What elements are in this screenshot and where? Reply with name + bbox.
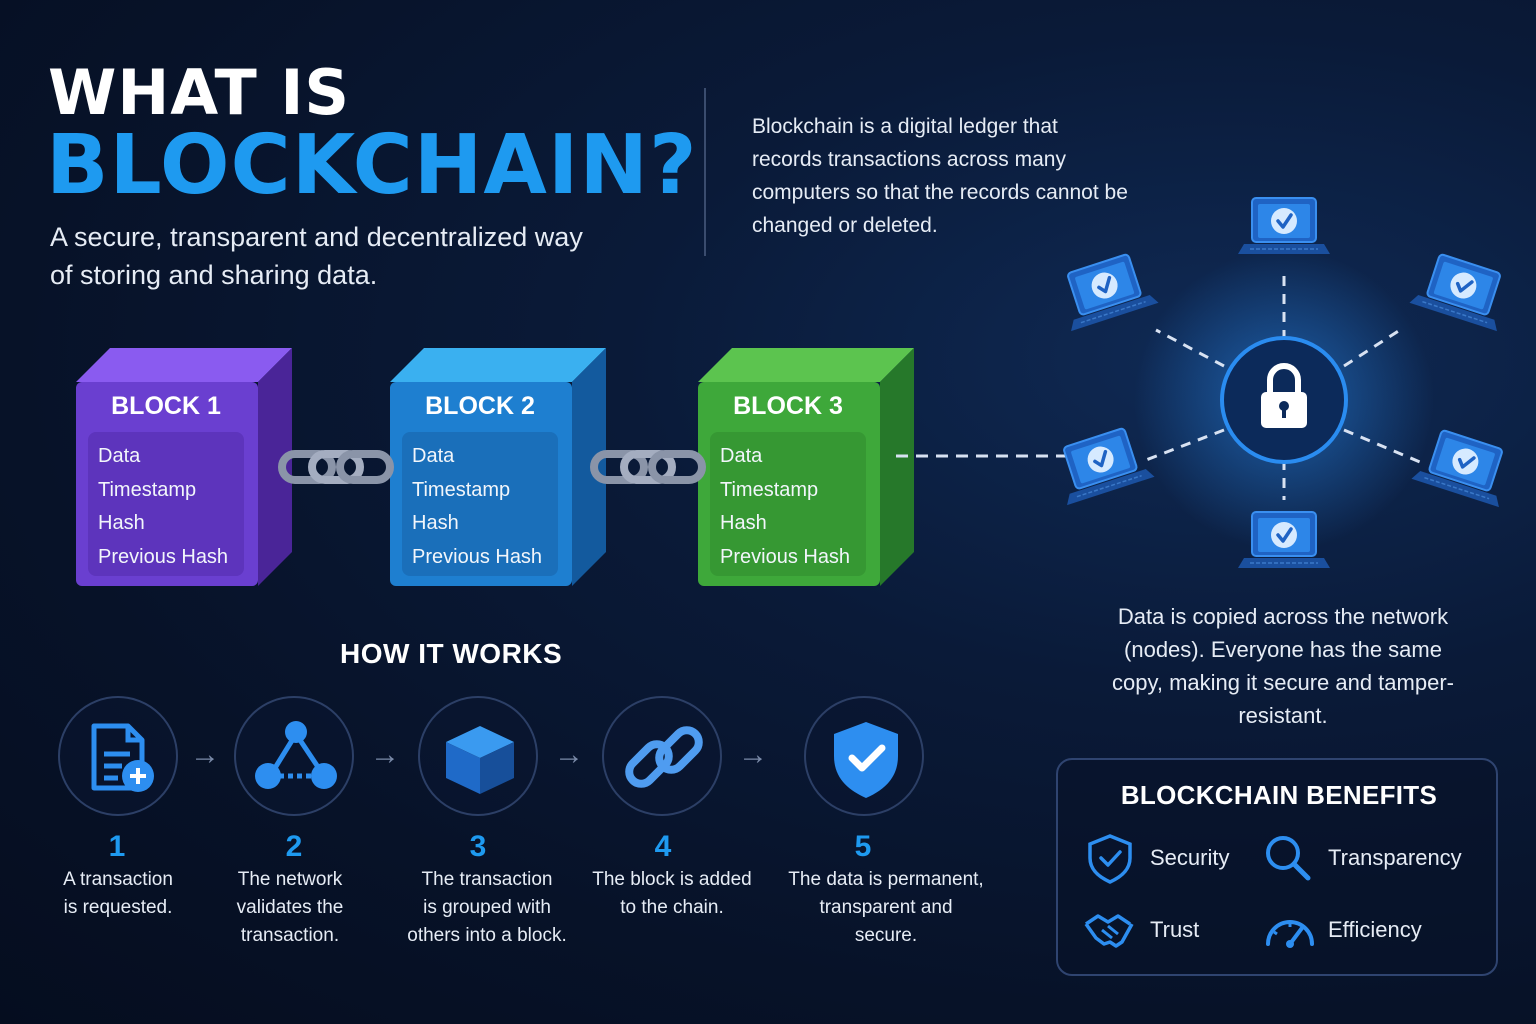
step-3-circle: [418, 696, 538, 816]
block-field: Data: [720, 445, 763, 467]
speedometer-icon: [1266, 920, 1314, 948]
intro-text: Blockchain is a digital ledger that reco…: [752, 115, 1128, 237]
block-2-cube: [390, 348, 606, 586]
magnifier-icon: [1266, 836, 1311, 881]
step-number: 5: [854, 830, 872, 863]
benefit-security: Security: [1150, 845, 1230, 870]
document-add-icon: [91, 723, 154, 792]
block-2-fields: Data Timestamp Hash Previous Hash: [402, 430, 558, 574]
block-3-fields: Data Timestamp Hash Previous Hash: [710, 430, 866, 574]
chain-link-icon: [278, 450, 394, 484]
block-field: Hash: [98, 512, 145, 534]
arrow-icon: →: [370, 738, 400, 771]
block-3-cube: [698, 348, 914, 586]
block-3: BLOCK 3 Data Timestamp Hash Previous Has…: [698, 348, 934, 588]
chain-link-icon: [625, 726, 703, 788]
step-4-circle: [602, 696, 722, 816]
divider: [704, 88, 706, 256]
cube-icon: [446, 726, 514, 794]
benefit-trust: Trust: [1150, 917, 1200, 942]
block-2: BLOCK 2 Data Timestamp Hash Previous Has…: [390, 348, 626, 588]
block-field: Hash: [412, 512, 459, 534]
handshake-icon: [1084, 914, 1134, 948]
block-field: Previous Hash: [720, 545, 851, 568]
subtitle: A secure, transparent and decentralized …: [50, 222, 583, 290]
chain-link-icon: [590, 450, 706, 484]
block-1-title: BLOCK 1: [111, 392, 221, 420]
block-field: Data: [98, 445, 141, 467]
arrow-icon: →: [190, 738, 220, 771]
title-line1: WHAT IS: [48, 56, 351, 129]
arrow-icon: →: [738, 738, 768, 771]
block-field: Previous Hash: [98, 545, 229, 568]
arrow-icon: →: [554, 738, 584, 771]
block-field: Timestamp: [720, 478, 819, 501]
block-3-title: BLOCK 3: [733, 392, 843, 420]
step-2-circle: [234, 696, 354, 816]
network-description: Data is copied across the network (nodes…: [1112, 604, 1454, 728]
benefits-title: BLOCKCHAIN BENEFITS: [1120, 780, 1438, 810]
step-number: 1: [108, 830, 126, 863]
network-diagram: [1047, 196, 1519, 570]
step-number: 2: [285, 830, 303, 863]
step-5-circle: [804, 696, 924, 816]
title-line2: BLOCKCHAIN?: [46, 118, 698, 213]
block-1-cube: [76, 348, 292, 586]
block-field: Timestamp: [98, 478, 197, 501]
step-1-circle: [58, 696, 178, 816]
block-field: Data: [412, 445, 455, 467]
benefit-transparency: Transparency: [1328, 845, 1462, 870]
block-field: Previous Hash: [412, 545, 543, 568]
block-field: Timestamp: [412, 478, 511, 501]
shield-check-icon: [834, 722, 898, 798]
block-2-title: BLOCK 2: [425, 392, 535, 420]
step-number: 3: [469, 830, 487, 863]
benefit-efficiency: Efficiency: [1328, 917, 1422, 942]
how-it-works-title: HOW IT WORKS: [340, 638, 563, 669]
connector-line: [896, 454, 1072, 458]
network-nodes-icon: [255, 721, 337, 789]
step-number: 4: [654, 830, 672, 863]
block-field: Hash: [720, 512, 767, 534]
shield-check-icon: [1088, 834, 1132, 884]
block-1: BLOCK 1 Data Timestamp Hash Previous Has…: [76, 348, 312, 588]
block-1-fields: Data Timestamp Hash Previous Hash: [88, 430, 244, 574]
